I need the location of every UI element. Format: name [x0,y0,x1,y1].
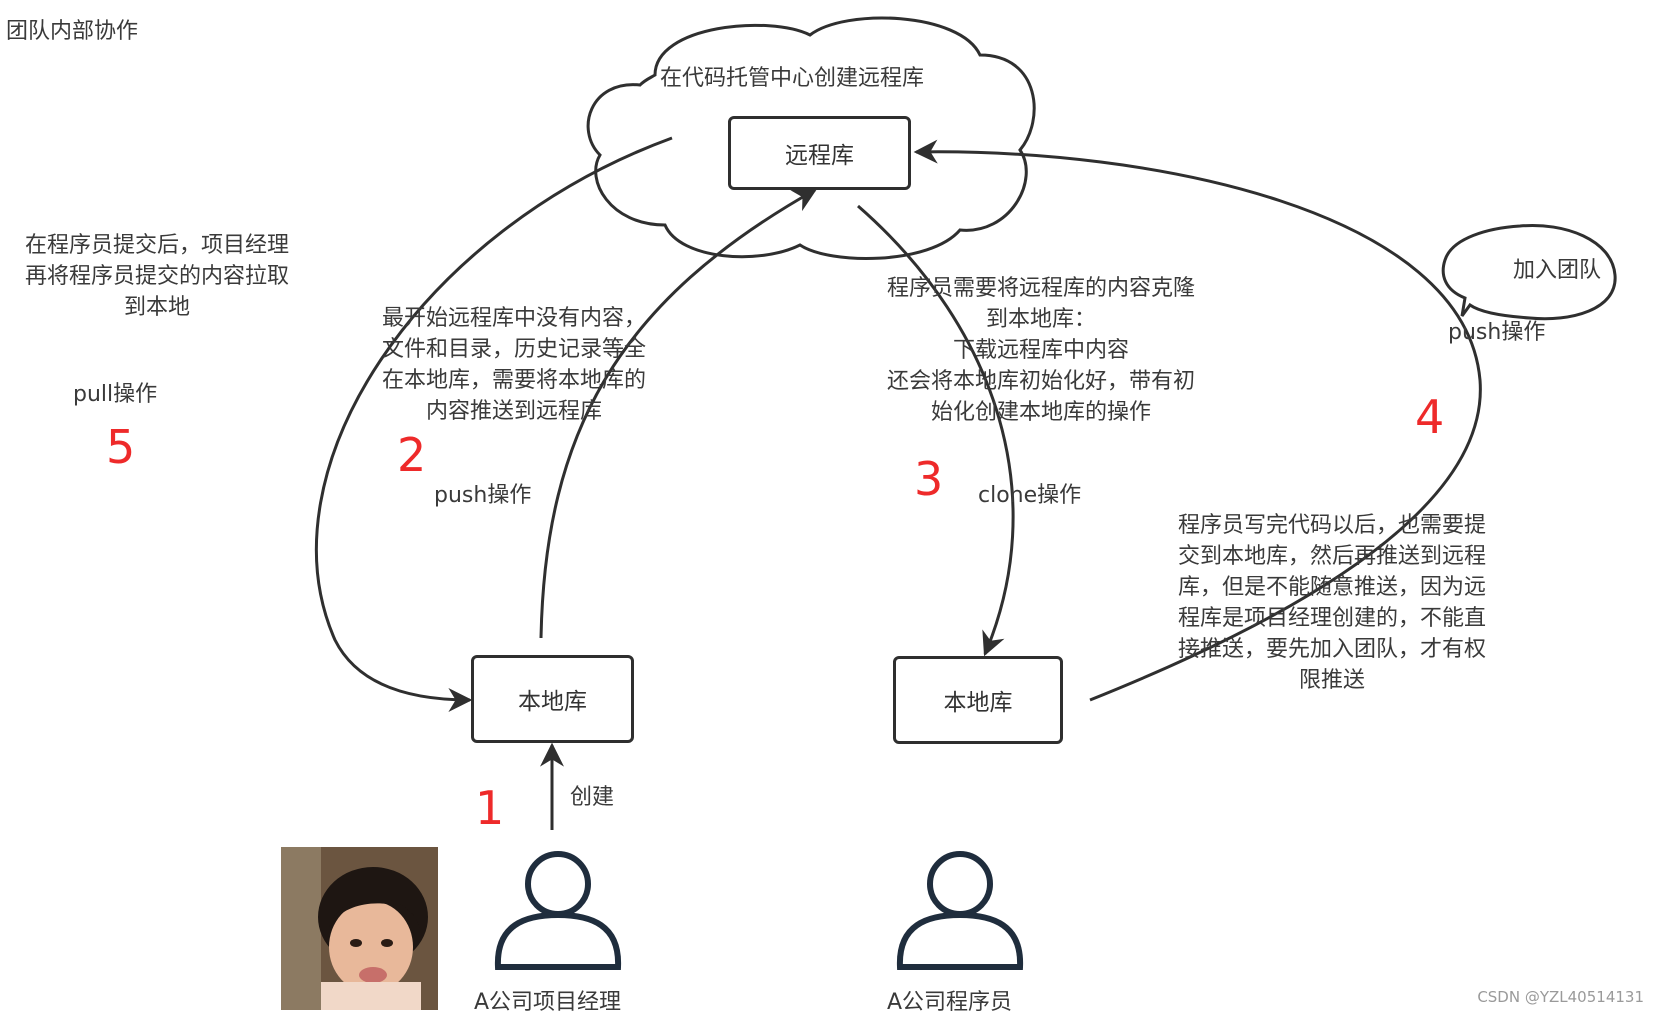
child-photo [281,847,438,1010]
push-label-programmer: push操作 [1448,320,1546,345]
create-label: 创建 [570,785,615,810]
clone-arrow-programmer [857,204,1015,657]
page-title: 团队内部协作 [6,19,139,44]
pull-label: pull操作 [73,382,158,407]
push-arrow-programmer [913,139,1482,702]
step-number-2: 2 [397,428,427,482]
pull-description: 在程序员提交后，项目经理 再将程序员提交的内容拉取 到本地 [25,233,290,320]
bubble-label: 加入团队 [1513,258,1602,283]
local-repo-box-programmer: 本地库 [893,656,1063,744]
manager-actor-label: A公司项目经理 [474,990,622,1015]
programmer-actor-label: A公司程序员 [887,990,1013,1015]
push-label-manager: push操作 [434,483,532,508]
local-repo-box-manager: 本地库 [471,655,634,743]
step-number-1: 1 [475,781,505,835]
step-number-5: 5 [106,420,136,474]
push-programmer-description: 程序员写完代码以后，也需要提 交到本地库，然后再推送到远程 库，但是不能随意推送… [1178,513,1487,693]
cloud-label: 在代码托管中心创建远程库 [660,66,925,91]
remote-repo-box: 远程库 [728,116,911,190]
programmer-actor-icon [896,851,1024,970]
clone-description: 程序员需要将远程库的内容克隆 到本地库： 下载远程库中内容 还会将本地库初始化好… [887,276,1196,425]
speech-bubble [1441,223,1617,321]
clone-label: clone操作 [978,483,1082,508]
step-number-4: 4 [1415,390,1445,444]
push-description: 最开始远程库中没有内容， 文件和目录，历史记录等全 在本地库，需要将本地库的 内… [382,306,647,424]
step-number-3: 3 [914,452,944,506]
watermark: CSDN @YZL40514131 [1477,988,1644,1006]
manager-actor-icon [494,851,622,970]
pull-arrow-manager [314,136,673,712]
push-arrow-manager [539,188,818,639]
